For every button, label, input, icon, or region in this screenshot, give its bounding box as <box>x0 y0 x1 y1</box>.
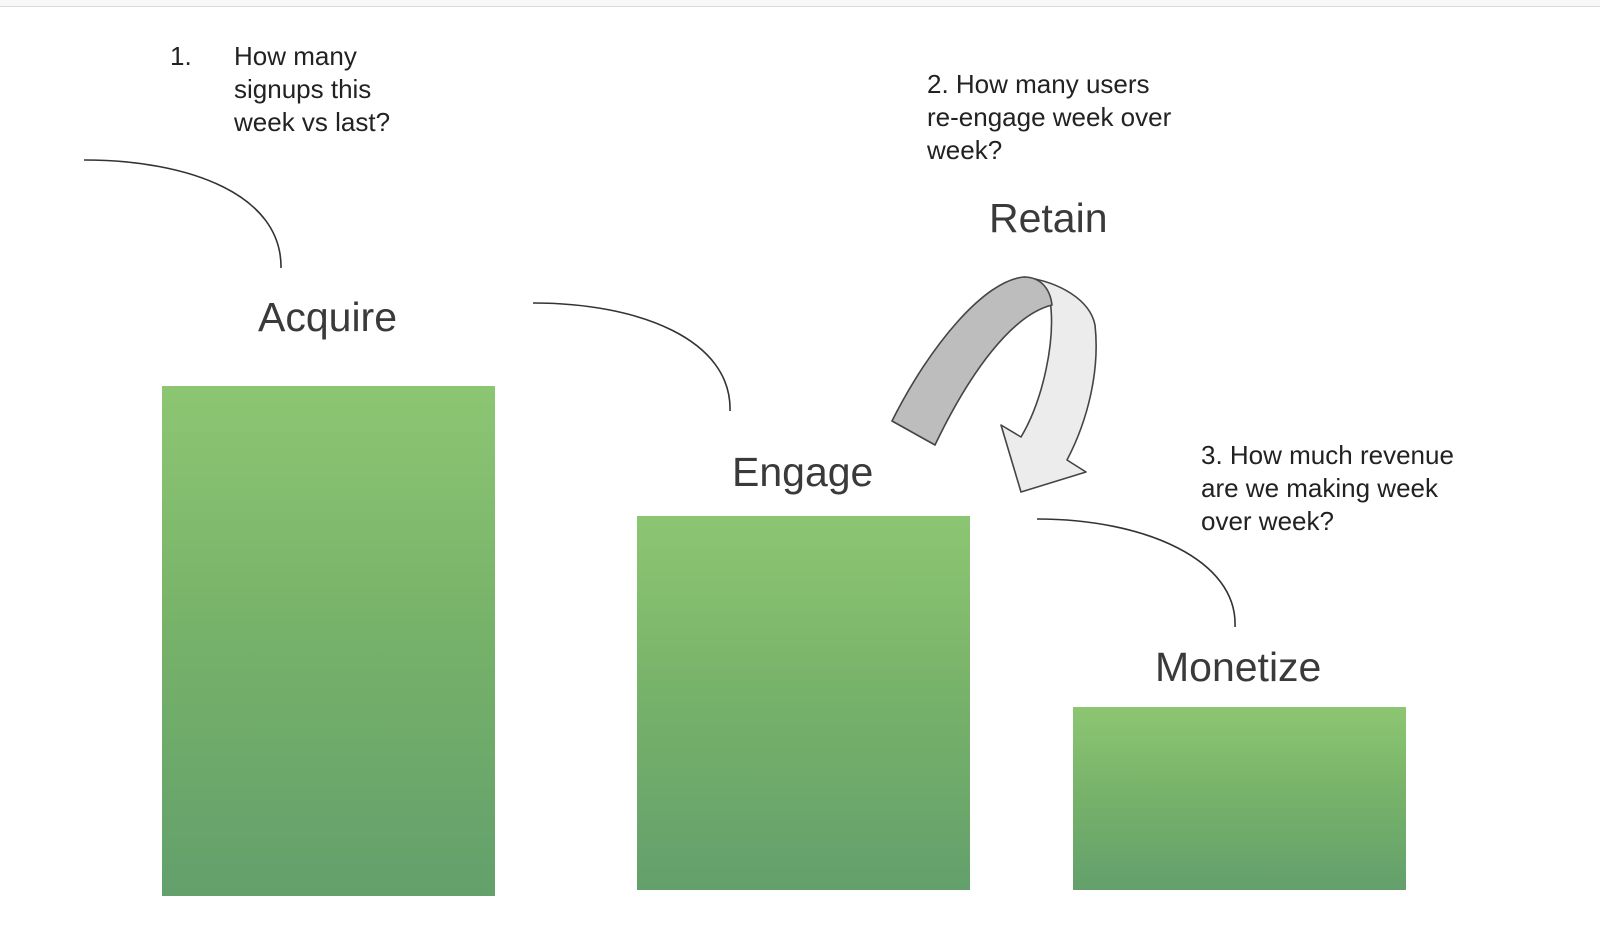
question-1-line-2: signups this <box>234 74 372 104</box>
stage-label-engage: Engage <box>732 449 874 495</box>
retain-loop-arrow-icon <box>891 276 1097 493</box>
stage-label-acquire: Acquire <box>258 294 398 340</box>
stage-label-retain: Retain <box>989 195 1108 241</box>
question-1-line-1: How many <box>234 41 357 71</box>
top-border <box>0 0 1600 7</box>
question-2-line-3: week? <box>927 135 1003 165</box>
connector-question-3 <box>1036 518 1236 628</box>
question-3-line-1: 3. How much revenue <box>1201 440 1454 470</box>
question-2-line-1: 2. How many users <box>927 69 1150 99</box>
question-3-line-2: are we making week <box>1201 473 1438 503</box>
connector-question-2 <box>532 302 731 412</box>
question-2-line-2: re-engage week over <box>927 102 1172 132</box>
question-1: How many signups this week vs last? <box>234 40 390 139</box>
question-1-line-3: week vs last? <box>234 107 391 137</box>
acquire-bar <box>162 386 495 896</box>
monetize-bar <box>1073 707 1406 890</box>
retain-arrow-dark-side <box>891 276 1053 446</box>
question-3: 3. How much revenue are we making week o… <box>1201 439 1454 538</box>
question-2: 2. How many users re-engage week over we… <box>927 68 1171 167</box>
connector-question-1 <box>83 159 282 269</box>
engage-bar <box>637 516 970 890</box>
question-1-number: 1. <box>170 41 192 71</box>
stage-label-monetize: Monetize <box>1155 644 1322 690</box>
question-3-line-3: over week? <box>1201 506 1334 536</box>
